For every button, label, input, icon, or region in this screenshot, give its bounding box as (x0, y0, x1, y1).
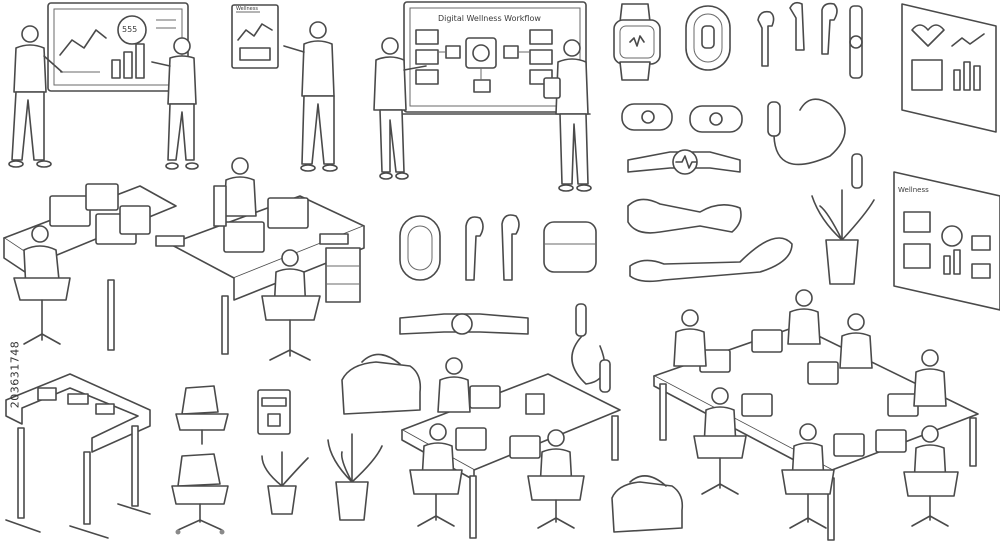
resistance-bands-icon (627, 198, 793, 283)
coworking-table-large (653, 325, 979, 541)
presenter-woman (151, 37, 199, 170)
heart-band-vertical-icon (849, 5, 863, 79)
workflow-board-title: Digital Wellness Workflow (438, 14, 541, 23)
chest-strap-icon (399, 313, 529, 335)
earbud-icon (757, 1, 838, 67)
plant-icons (261, 189, 875, 521)
dashboard-panel (901, 3, 997, 133)
presentation-board (47, 2, 189, 92)
heart-strap-icons (621, 103, 743, 175)
workflow-whiteboard (399, 1, 591, 115)
presenter-man-2 (283, 21, 338, 172)
stock-id-watermark: 203631748 (0, 300, 22, 450)
office-chair-1 (175, 385, 229, 445)
presenter-woman-2 (373, 37, 427, 180)
presenter-man-3 (543, 39, 592, 192)
fitness-band-icon (685, 5, 731, 71)
coworkers-right (673, 289, 959, 529)
earbuds-icon-2 (465, 214, 597, 281)
coffee-machine-icon (257, 389, 291, 435)
presenter-man (8, 25, 63, 168)
sports-bag-icon (341, 353, 684, 533)
coworking-table (401, 373, 621, 539)
presentation-gauge-value: 555 (122, 25, 138, 34)
stock-id-text: 203631748 (8, 340, 22, 409)
standing-desk (5, 373, 151, 539)
office-chair-2 (171, 453, 229, 535)
jump-rope-icon (767, 98, 863, 189)
coworkers-center (409, 357, 585, 529)
office-workers-left (13, 157, 321, 361)
tablet-dashboard (893, 171, 1000, 311)
poster-stand (231, 4, 279, 69)
jump-rope-icon-2 (571, 303, 611, 393)
poster-title: Wellness (236, 6, 258, 12)
fitness-band-icon-2 (399, 215, 441, 281)
tablet-dashboard-title: Wellness (898, 186, 929, 194)
smartwatch-icon (613, 3, 661, 81)
